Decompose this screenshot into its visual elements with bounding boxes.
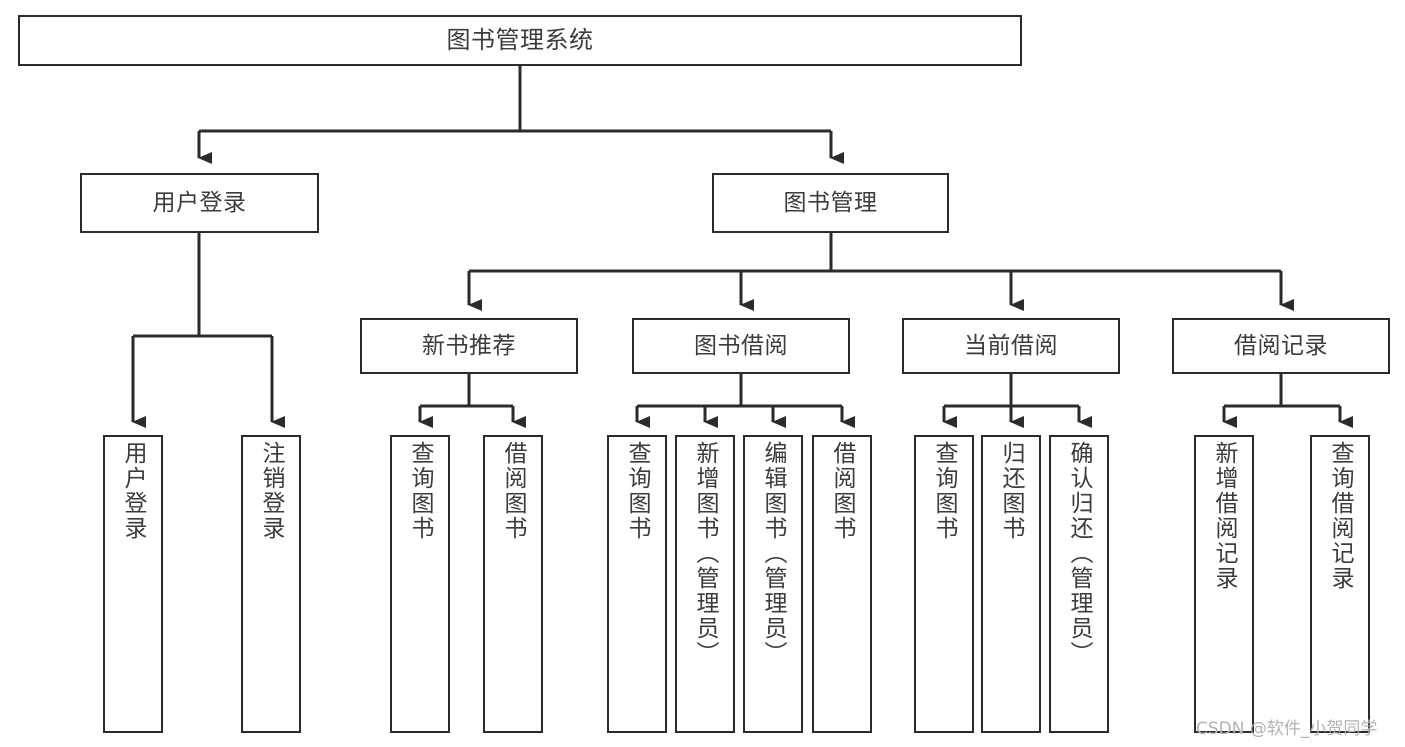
csdn-watermark: CSDN @软件_小贺同学 [1196,719,1378,739]
leaf-records-add-record[interactable]: 新增借阅记录 [1194,435,1254,733]
node-label: 借阅图书 [829,441,856,541]
leaf-recommend-borrow-book[interactable]: 借阅图书 [483,435,543,733]
leaf-recommend-query-book[interactable]: 查询图书 [390,435,450,733]
leaf-user-login-login[interactable]: 用户登录 [103,435,163,733]
node-book-borrow[interactable]: 图书借阅 [632,318,850,374]
node-current-borrow[interactable]: 当前借阅 [902,318,1120,374]
node-label: 借阅记录 [1234,332,1328,359]
leaf-current-confirm-return-admin[interactable]: 确认归还（管理员） [1049,435,1109,733]
node-label: 查询图书 [931,441,958,541]
node-label: 图书管理 [783,189,878,216]
leaf-user-login-logout[interactable]: 注销登录 [241,435,301,733]
node-new-book-recommend[interactable]: 新书推荐 [360,318,578,374]
leaf-borrow-add-book-admin[interactable]: 新增图书（管理员） [675,435,735,733]
leaf-records-query-record[interactable]: 查询借阅记录 [1310,435,1370,733]
node-user-login[interactable]: 用户登录 [80,173,319,233]
node-book-management[interactable]: 图书管理 [712,173,949,233]
node-label: 图书借阅 [694,332,788,359]
node-label: 查询借阅记录 [1327,441,1354,591]
node-label: 当前借阅 [964,332,1058,359]
leaf-borrow-edit-book-admin[interactable]: 编辑图书（管理员） [743,435,803,733]
leaf-current-return-book[interactable]: 归还图书 [981,435,1041,733]
node-label: 编辑图书（管理员） [760,441,787,666]
node-label: 借阅图书 [500,441,527,541]
node-borrow-records[interactable]: 借阅记录 [1172,318,1390,374]
leaf-borrow-borrow-book[interactable]: 借阅图书 [812,435,872,733]
leaf-borrow-query-book[interactable]: 查询图书 [607,435,667,733]
node-label: 新书推荐 [422,332,516,359]
node-label: 用户登录 [152,189,247,216]
node-label: 注销登录 [258,441,285,541]
leaf-current-query-book[interactable]: 查询图书 [914,435,974,733]
node-label: 归还图书 [998,441,1025,541]
node-label: 新增图书（管理员） [692,441,719,666]
node-label: 查询图书 [407,441,434,541]
node-label: 用户登录 [120,441,147,541]
node-label: 新增借阅记录 [1211,441,1238,591]
node-root-system[interactable]: 图书管理系统 [18,15,1022,66]
node-label: 确认归还（管理员） [1066,441,1093,666]
node-label: 查询图书 [624,441,651,541]
node-label: 图书管理系统 [446,25,594,54]
